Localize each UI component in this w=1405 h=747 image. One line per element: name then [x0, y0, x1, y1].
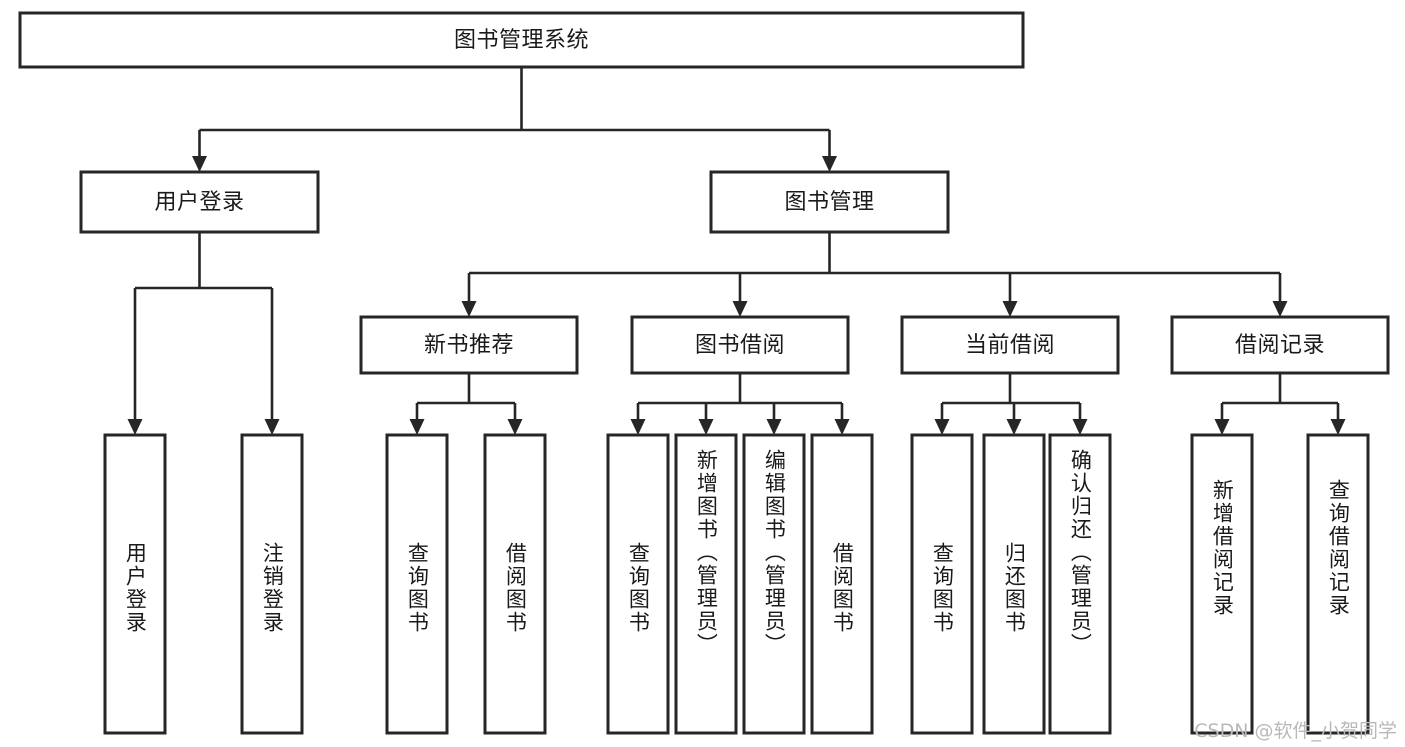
arrow-head-icon — [127, 419, 143, 435]
node-leaf-borrow-book-recommend[interactable] — [483, 433, 547, 735]
connectors-layer — [127, 67, 1346, 435]
node-leaf-query-book-recommend[interactable] — [385, 433, 449, 735]
connector-group-borrow-records — [1214, 373, 1346, 435]
node-box[interactable] — [1170, 315, 1390, 375]
node-current-borrow[interactable]: 当前借阅 — [900, 315, 1120, 375]
arrow-head-icon — [1002, 301, 1018, 317]
node-leaf-user-login[interactable] — [103, 433, 167, 735]
node-label: 图书管理 — [784, 190, 874, 215]
arrow-head-icon — [834, 419, 850, 435]
node-box[interactable] — [385, 433, 449, 735]
node-box[interactable] — [240, 433, 304, 735]
node-box[interactable] — [910, 433, 974, 735]
node-label: 图书借阅 — [695, 333, 785, 358]
node-label: 新书推荐 — [424, 333, 514, 358]
arrow-head-icon — [822, 156, 837, 172]
node-box[interactable] — [742, 433, 806, 735]
arrow-head-icon — [1330, 419, 1346, 435]
node-label: 图书管理系统 — [454, 28, 589, 53]
arrow-head-icon — [1072, 419, 1088, 435]
node-box[interactable] — [359, 315, 579, 375]
node-leaf-query-book-current[interactable] — [910, 433, 974, 735]
node-user-login[interactable]: 用户登录 — [79, 170, 320, 234]
node-leaf-borrow-book[interactable] — [810, 433, 874, 735]
node-label: 当前借阅 — [965, 333, 1055, 358]
arrow-head-icon — [507, 419, 523, 435]
node-leaf-edit-book-admin[interactable] — [742, 433, 806, 735]
connector-group-book-management — [461, 232, 1288, 317]
node-book-borrow[interactable]: 图书借阅 — [630, 315, 850, 375]
node-book-management[interactable]: 图书管理 — [709, 170, 950, 234]
arrow-head-icon — [630, 419, 646, 435]
node-box[interactable] — [1306, 433, 1370, 735]
node-box[interactable] — [483, 433, 547, 735]
node-leaf-return-book[interactable] — [982, 433, 1046, 735]
arrow-head-icon — [1006, 419, 1022, 435]
node-box[interactable] — [103, 433, 167, 735]
node-box[interactable] — [982, 433, 1046, 735]
node-leaf-confirm-return-admin[interactable] — [1048, 433, 1112, 735]
arrow-head-icon — [1214, 419, 1230, 435]
node-box[interactable] — [900, 315, 1120, 375]
node-leaf-query-borrow-record[interactable] — [1306, 433, 1370, 735]
node-label: 用户登录 — [154, 190, 244, 215]
connector-group-user-login — [127, 232, 280, 435]
node-box[interactable] — [630, 315, 850, 375]
arrow-head-icon — [409, 419, 425, 435]
node-leaf-add-borrow-record[interactable] — [1190, 433, 1254, 735]
node-box[interactable] — [810, 433, 874, 735]
node-borrow-records[interactable]: 借阅记录 — [1170, 315, 1390, 375]
node-box[interactable] — [674, 433, 738, 735]
node-box[interactable] — [1048, 433, 1112, 735]
node-box[interactable] — [709, 170, 950, 234]
node-box[interactable] — [606, 433, 670, 735]
arrow-head-icon — [732, 301, 748, 317]
node-new-book-recommend[interactable]: 新书推荐 — [359, 315, 579, 375]
node-root[interactable]: 图书管理系统 — [18, 11, 1025, 69]
arrow-head-icon — [192, 156, 207, 172]
arrow-head-icon — [698, 419, 714, 435]
arrow-head-icon — [264, 419, 280, 435]
node-box[interactable] — [79, 170, 320, 234]
connector-group-root — [192, 67, 837, 172]
node-box[interactable] — [1190, 433, 1254, 735]
connector-group-new-book-recommend — [409, 373, 523, 435]
node-label: 借阅记录 — [1235, 333, 1325, 358]
node-leaf-add-book-admin[interactable] — [674, 433, 738, 735]
node-leaf-logout[interactable] — [240, 433, 304, 735]
node-leaf-query-book-borrow[interactable] — [606, 433, 670, 735]
arrow-head-icon — [461, 301, 477, 317]
arrow-head-icon — [1272, 301, 1288, 317]
connector-group-book-borrow — [630, 373, 850, 435]
node-box[interactable] — [18, 11, 1025, 69]
arrow-head-icon — [934, 419, 950, 435]
arrow-head-icon — [766, 419, 782, 435]
connector-group-current-borrow — [934, 373, 1088, 435]
watermark: CSDN @软件_小贺同学 — [1194, 720, 1397, 742]
